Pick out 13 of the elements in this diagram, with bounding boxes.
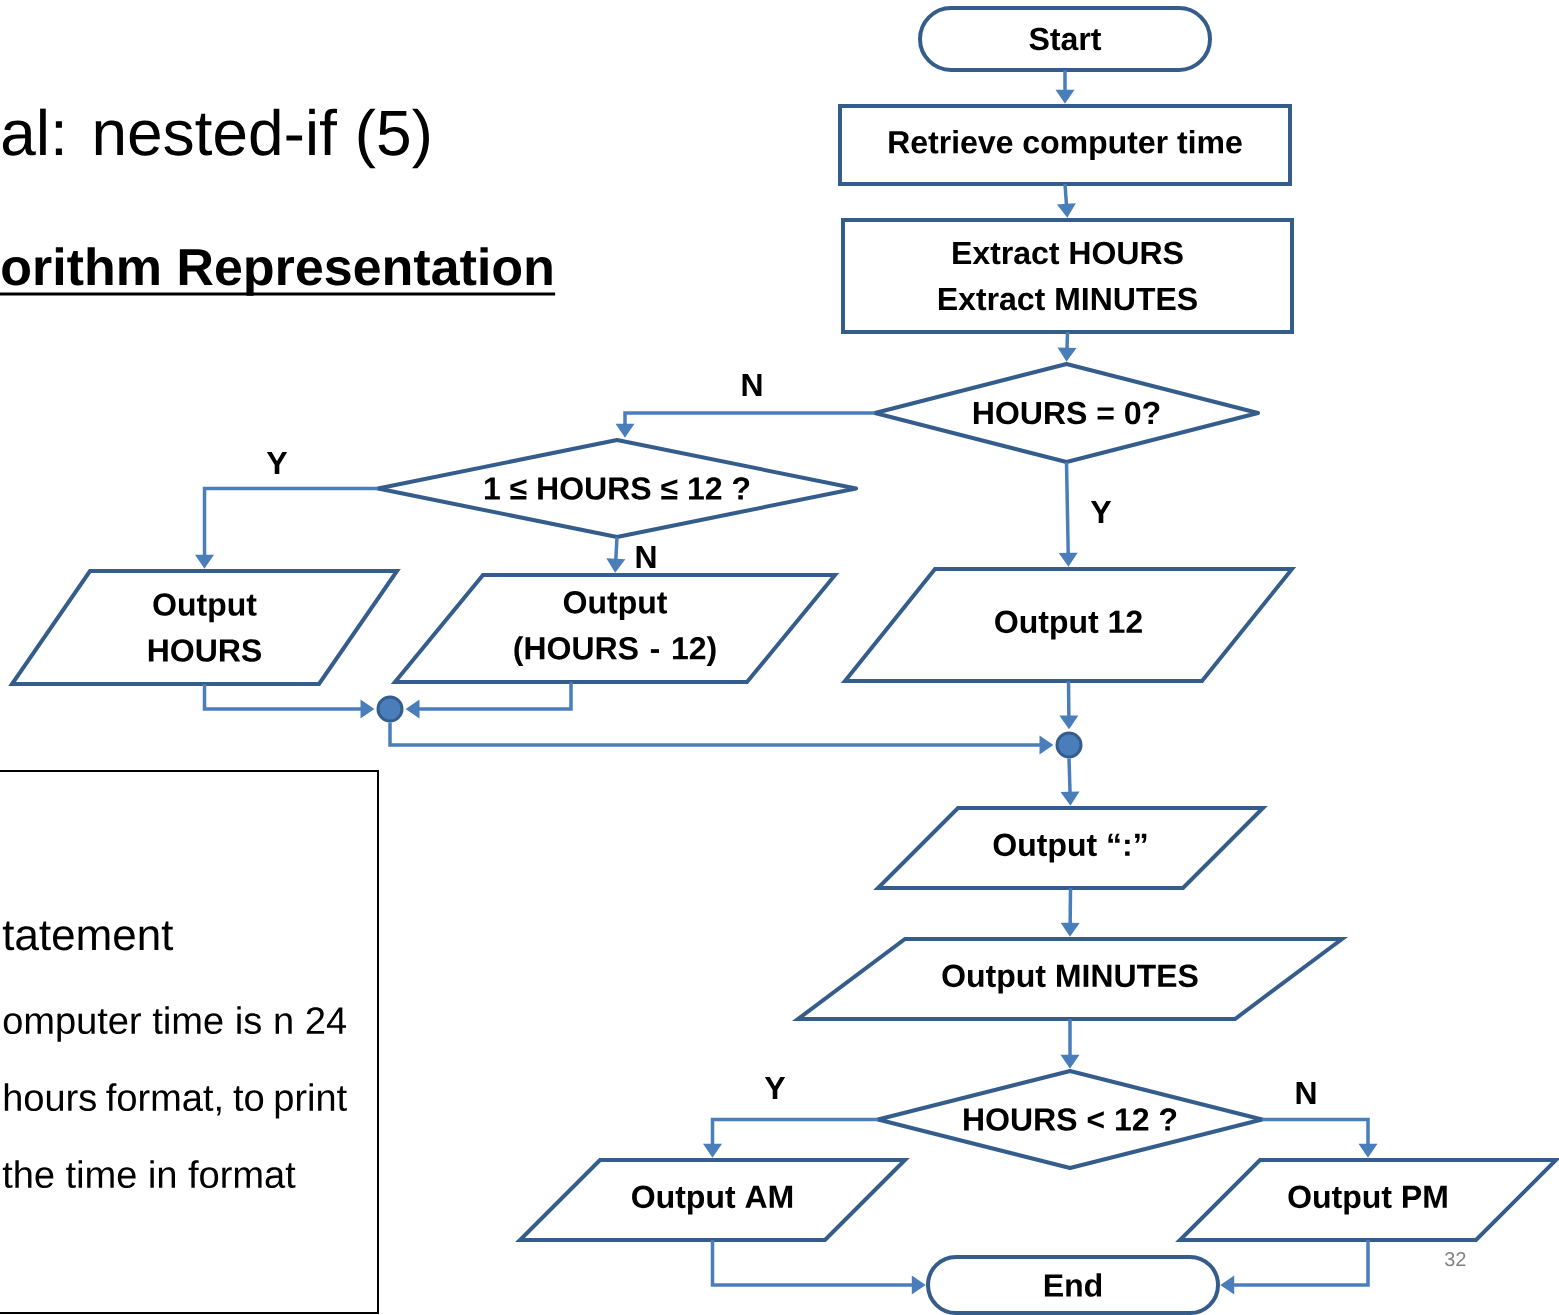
edge-label: Y <box>264 450 290 476</box>
process-box: Retrieve computer time <box>838 104 1292 186</box>
slide-title: al: nested-if (5) <box>2 108 429 169</box>
underlined-heading: orithm Representation <box>0 247 556 296</box>
edge-label: N <box>1292 1080 1320 1106</box>
connector-circle <box>1055 731 1083 759</box>
edge-label: Y <box>762 1075 788 1101</box>
edge-label: N <box>738 372 766 398</box>
connector-circle <box>376 695 404 723</box>
text-panel: tatement omputer time is n 24 hours format, to print the time in format <box>0 770 379 1314</box>
edge-label: N <box>632 544 660 570</box>
edge-label: Y <box>1088 499 1114 525</box>
process-box: Extract HOURS Extract MINUTES <box>841 218 1294 334</box>
